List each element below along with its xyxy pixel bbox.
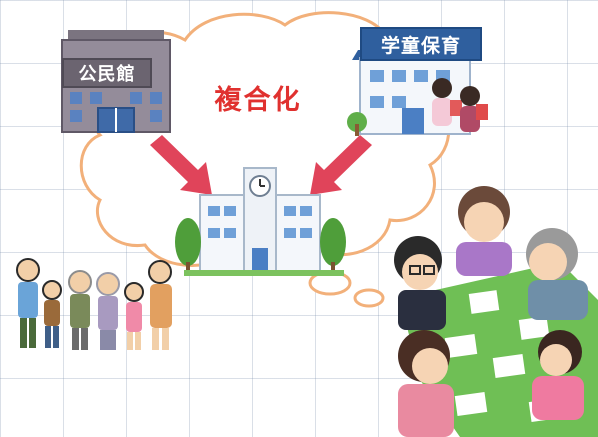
children-icon [432, 78, 488, 132]
family-group-icon [16, 258, 172, 350]
arrow-left-icon [150, 135, 212, 195]
community-center-sign: 公民館 [62, 58, 152, 88]
school-building-icon [175, 167, 346, 276]
meeting-table-icon [394, 186, 598, 437]
consolidation-label: 複合化 [214, 84, 302, 116]
childcare-sign: 学童保育 [360, 27, 482, 61]
arrow-right-icon [310, 135, 372, 195]
childcare-building-icon [347, 50, 478, 136]
